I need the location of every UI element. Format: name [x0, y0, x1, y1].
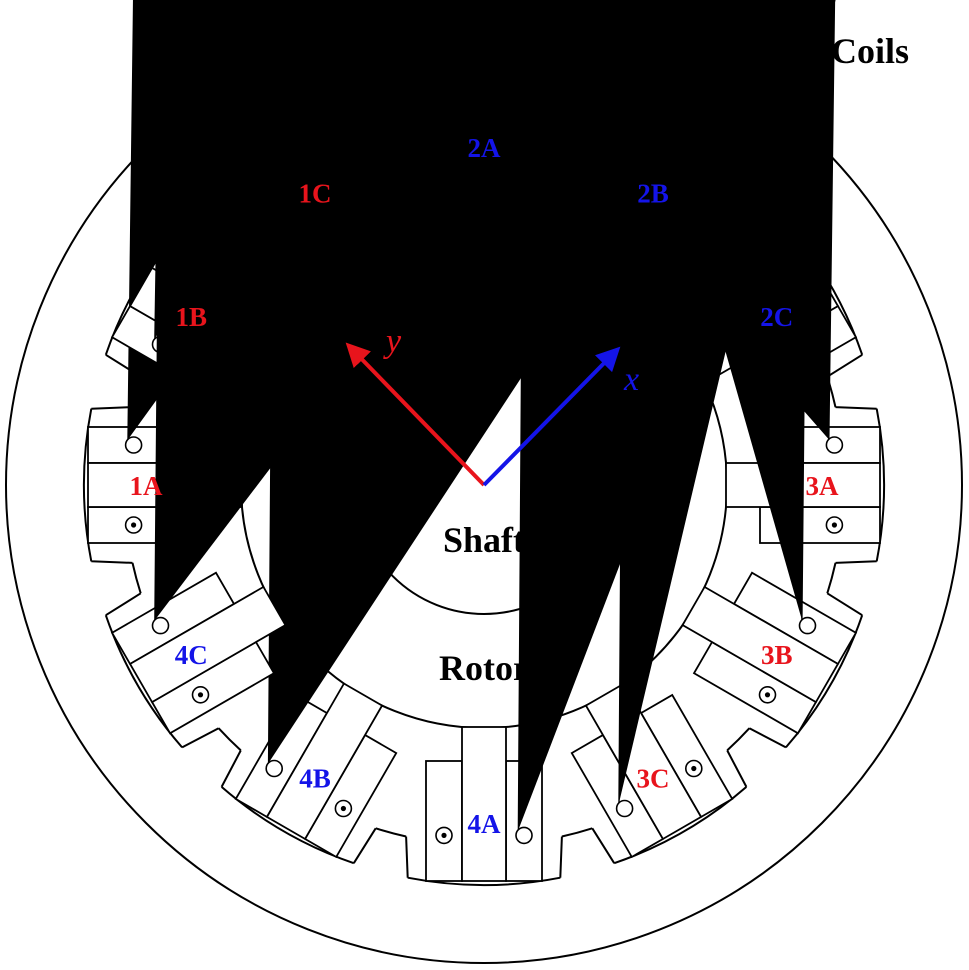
pole-label-2B: 2B [637, 178, 669, 208]
current-in-symbol [151, 616, 170, 635]
dot-mark [441, 832, 447, 839]
pole-coil-3C [570, 682, 734, 859]
current-in-symbol [615, 799, 634, 818]
stator-tooth [128, 585, 287, 704]
current-in-symbol [515, 826, 533, 845]
dot-mark [764, 692, 771, 698]
y-axis-arrow [345, 342, 486, 487]
current-in-symbol [825, 436, 844, 454]
pole-label-3B: 3B [761, 640, 793, 670]
pole-label-3C: 3C [637, 764, 670, 794]
dot-mark [131, 522, 137, 528]
pole-label-2C: 2C [760, 302, 793, 332]
pole-coil-4C [110, 571, 287, 735]
current-in-symbol [265, 759, 284, 778]
current-in-symbol [798, 616, 817, 635]
stator-tooth [265, 682, 384, 841]
stator-tooth [681, 585, 840, 704]
pole-label-3A: 3A [806, 471, 840, 501]
pole-label-4B: 4B [299, 764, 331, 794]
dot-mark [340, 805, 346, 812]
pole-coil-4B [234, 682, 398, 859]
coils-callout-arrow-1 [620, 59, 801, 162]
pole-label-1C: 1C [299, 178, 332, 208]
coil-side-b [425, 760, 463, 882]
x-axis-arrow [482, 346, 621, 487]
rotor-label: Rotor [439, 648, 529, 688]
stator-tooth [461, 726, 507, 882]
dot-mark [197, 692, 204, 698]
dot-mark [691, 765, 697, 772]
coils-callout-arrow-2 [708, 59, 801, 210]
coils-label: Coils [831, 31, 909, 71]
pole-label-1A: 1A [130, 471, 164, 501]
pole-label-1B: 1B [176, 302, 208, 332]
pole-coil-3B [681, 571, 858, 735]
current-in-symbol [124, 436, 143, 454]
dot-mark [831, 522, 838, 528]
y-axis-label: y [383, 323, 402, 360]
stator-label: Stator [436, 32, 532, 72]
coils-group [87, 0, 881, 882]
pole-label-4C: 4C [175, 640, 208, 670]
x-axis-label: x [623, 361, 639, 398]
pole-label-4A: 4A [468, 809, 502, 839]
pole-labels: 1A 1B 1C 2A 2B 2C 3A 3B 3C 4A 4B 4C [130, 133, 840, 839]
shaft-label: Shaft [443, 520, 525, 560]
pole-label-2A: 2A [468, 133, 502, 163]
cross-mark [154, 0, 626, 621]
